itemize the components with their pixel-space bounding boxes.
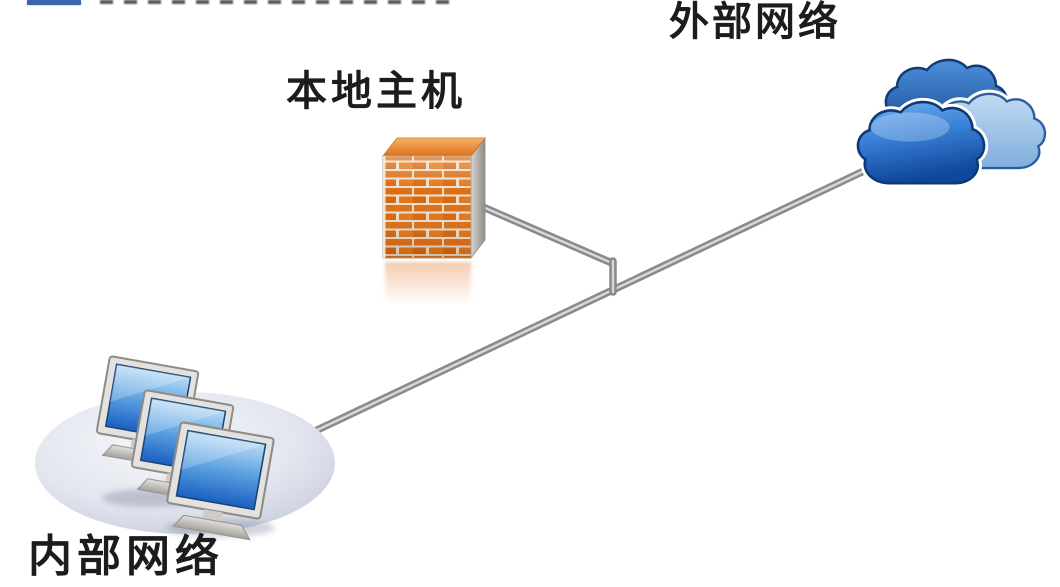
caption-highlight-fragment [27, 0, 81, 5]
caption-glyph-bottoms [100, 0, 450, 4]
label-internal-network: 内部网络 [28, 531, 224, 582]
label-local-host: 本地主机 [286, 67, 466, 115]
cloud-icon [858, 60, 1045, 183]
cropped-caption-fragment [0, 0, 470, 7]
three-monitors-icon [35, 355, 335, 542]
cable-cloud-to-lan [309, 139, 927, 436]
firewall-reflection [385, 262, 471, 304]
firewall-brick-wall-icon [382, 136, 486, 304]
label-external-network: 外部网络 [669, 0, 841, 45]
